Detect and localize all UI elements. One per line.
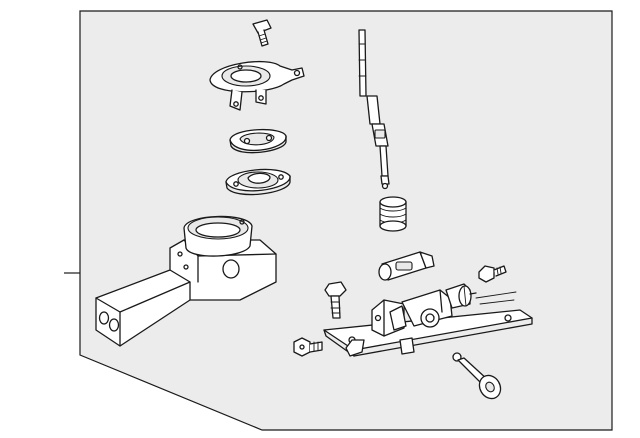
- spring: [379, 196, 407, 232]
- mounting-bracket: [209, 60, 305, 111]
- small-plate: [229, 128, 287, 154]
- bottom-bolt: [293, 337, 323, 357]
- lower-seal: [225, 168, 291, 196]
- shift-rod: [358, 29, 390, 190]
- center-bolt: [324, 281, 347, 319]
- background-panel: [79, 10, 613, 431]
- top-bolt: [252, 19, 272, 47]
- base-plate-assembly: [323, 283, 533, 357]
- right-bolt: [478, 265, 507, 283]
- console-housing: [95, 215, 277, 347]
- bushing: [378, 251, 435, 281]
- pin-rod: [452, 352, 502, 400]
